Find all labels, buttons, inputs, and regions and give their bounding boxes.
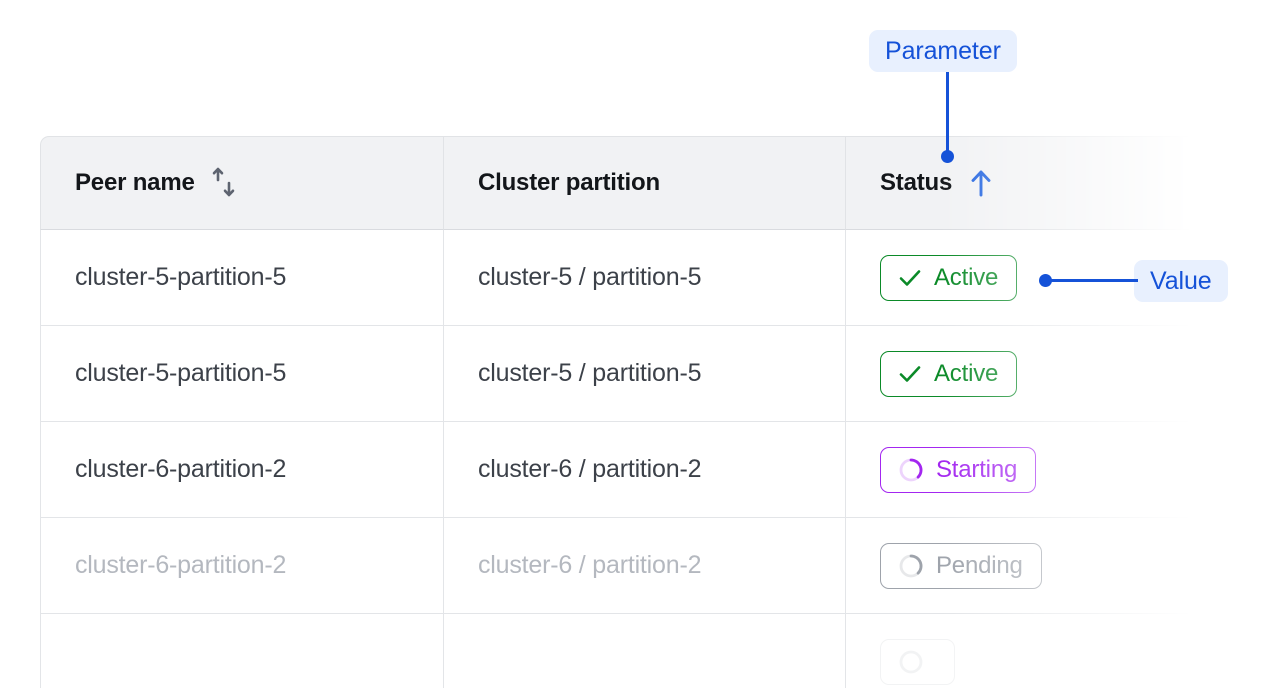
cell-peer-name: cluster-5-partition-5 bbox=[40, 230, 444, 326]
cell-cluster-partition: cluster-5 / partition-5 bbox=[444, 230, 846, 326]
status-badge bbox=[880, 638, 955, 685]
column-header-label: Peer name bbox=[75, 169, 195, 196]
arrow-up-icon[interactable] bbox=[966, 167, 996, 199]
annotation-pill-value: Value bbox=[1134, 260, 1228, 302]
status-badge-label: Starting bbox=[936, 455, 1018, 483]
cell-peer-name: cluster-5-partition-5 bbox=[40, 326, 444, 422]
table-row[interactable]: cluster-5-partition-5 cluster-5 / partit… bbox=[40, 230, 1192, 326]
table-fade-mask: Peer name Cluster partition bbox=[40, 136, 1192, 688]
column-header-label: Cluster partition bbox=[478, 169, 660, 196]
cell-status: Pending bbox=[846, 518, 1192, 614]
cell-cluster-partition: cluster-5 / partition-5 bbox=[444, 326, 846, 422]
cell-peer-name: cluster-6-partition-2 bbox=[40, 422, 444, 518]
cell-status: Active bbox=[846, 326, 1192, 422]
annotation-pill-parameter: Parameter bbox=[869, 30, 1017, 72]
cell-cluster-partition bbox=[444, 614, 846, 688]
table-row[interactable] bbox=[40, 614, 1192, 688]
table-header-row: Peer name Cluster partition bbox=[40, 136, 1192, 230]
check-icon bbox=[897, 361, 923, 387]
column-header-label: Status bbox=[880, 169, 953, 196]
sort-updown-icon[interactable] bbox=[209, 166, 239, 200]
spinner-icon bbox=[897, 648, 925, 676]
annotation-connector-parameter bbox=[946, 72, 949, 154]
cell-status: Starting bbox=[846, 422, 1192, 518]
status-badge-label: Active bbox=[934, 359, 999, 387]
spinner-icon bbox=[897, 456, 925, 484]
table-header: Peer name Cluster partition bbox=[40, 136, 1192, 230]
column-header-peer-name[interactable]: Peer name bbox=[40, 136, 444, 230]
annotation-connector-value bbox=[1050, 279, 1138, 282]
status-badge-label: Pending bbox=[936, 551, 1023, 579]
status-badge: Starting bbox=[880, 446, 1037, 493]
cell-peer-name bbox=[40, 614, 444, 688]
table-body: cluster-5-partition-5 cluster-5 / partit… bbox=[40, 230, 1192, 688]
status-badge: Active bbox=[880, 350, 1018, 397]
table-row[interactable]: cluster-5-partition-5 cluster-5 / partit… bbox=[40, 326, 1192, 422]
status-badge: Pending bbox=[880, 542, 1042, 589]
annotation-dot-parameter bbox=[941, 150, 954, 163]
annotation-dot-value bbox=[1039, 274, 1052, 287]
spinner-icon bbox=[897, 552, 925, 580]
cell-cluster-partition: cluster-6 / partition-2 bbox=[444, 518, 846, 614]
cell-status bbox=[846, 614, 1192, 688]
column-header-cluster-partition[interactable]: Cluster partition bbox=[444, 136, 846, 230]
status-badge: Active bbox=[880, 254, 1018, 301]
status-badge-label: Active bbox=[934, 263, 999, 291]
peers-table-container: Peer name Cluster partition bbox=[40, 136, 1192, 688]
peers-table: Peer name Cluster partition bbox=[40, 136, 1192, 688]
cell-peer-name: cluster-6-partition-2 bbox=[40, 518, 444, 614]
column-header-status[interactable]: Status bbox=[846, 136, 1192, 230]
check-icon bbox=[897, 265, 923, 291]
table-row[interactable]: cluster-6-partition-2 cluster-6 / partit… bbox=[40, 518, 1192, 614]
table-row[interactable]: cluster-6-partition-2 cluster-6 / partit… bbox=[40, 422, 1192, 518]
cell-cluster-partition: cluster-6 / partition-2 bbox=[444, 422, 846, 518]
